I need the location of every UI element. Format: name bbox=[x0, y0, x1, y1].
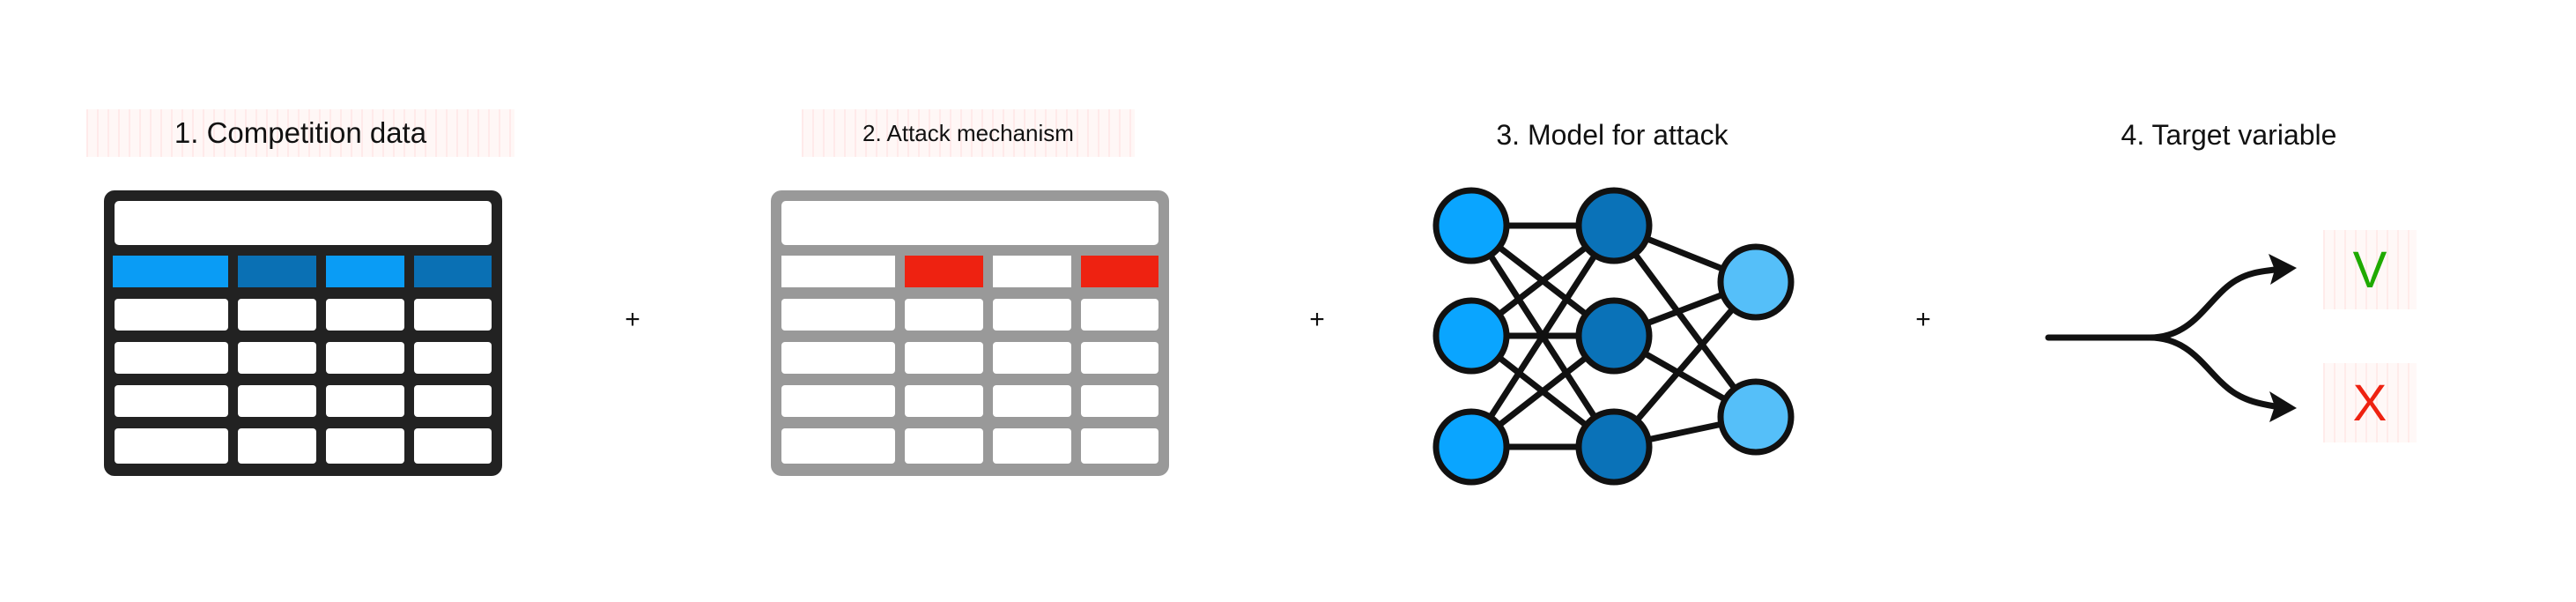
arrow-head-up bbox=[2269, 254, 2297, 285]
table-body-cells bbox=[781, 299, 1158, 464]
network-nodes bbox=[1432, 187, 1795, 486]
table-cell-blue bbox=[113, 256, 228, 287]
input-node bbox=[1432, 408, 1510, 486]
arrow-branch-down bbox=[2146, 334, 2278, 410]
hidden-node bbox=[1575, 297, 1653, 375]
panel-title-attack-mechanism: 2. Attack mechanism bbox=[802, 109, 1135, 157]
panel-title-target-variable: 4. Target variable bbox=[2121, 118, 2337, 151]
plus-operator-2: + bbox=[1309, 305, 1325, 334]
arrow-branch-up bbox=[2146, 266, 2278, 341]
panel-title-model-for-attack: 3. Model for attack bbox=[1496, 118, 1728, 151]
plus-operator-1: + bbox=[625, 305, 640, 334]
panel-title-competition-data: 1. Competition data bbox=[86, 109, 514, 157]
output-node bbox=[1717, 378, 1795, 456]
branching-arrow-icon bbox=[2045, 254, 2297, 422]
table-cell-white bbox=[993, 256, 1071, 287]
table-cell-red bbox=[1081, 256, 1158, 287]
output-node bbox=[1717, 243, 1795, 321]
input-node bbox=[1432, 297, 1510, 375]
table-cell-dark-blue bbox=[414, 256, 492, 287]
input-node bbox=[1432, 187, 1510, 264]
table-header-row bbox=[115, 201, 492, 245]
outcome-positive-label: V bbox=[2323, 230, 2417, 309]
table-body-cells bbox=[115, 299, 492, 464]
table-highlighted-row bbox=[781, 256, 1158, 287]
table-cell-blue bbox=[326, 256, 404, 287]
hidden-node bbox=[1575, 187, 1653, 264]
neural-network-icon bbox=[1432, 187, 1795, 486]
competition-data-table-icon bbox=[104, 190, 502, 476]
outcome-negative-label: X bbox=[2323, 363, 2417, 442]
plus-operator-3: + bbox=[1915, 305, 1931, 334]
table-cell-red bbox=[905, 256, 983, 287]
table-header-row bbox=[781, 201, 1158, 245]
arrow-head-down bbox=[2269, 391, 2297, 422]
table-highlighted-row bbox=[113, 256, 492, 287]
table-cell-dark-blue bbox=[238, 256, 316, 287]
hidden-node bbox=[1575, 408, 1653, 486]
attack-mechanism-table-icon bbox=[771, 190, 1169, 476]
table-cell-white bbox=[781, 256, 895, 287]
